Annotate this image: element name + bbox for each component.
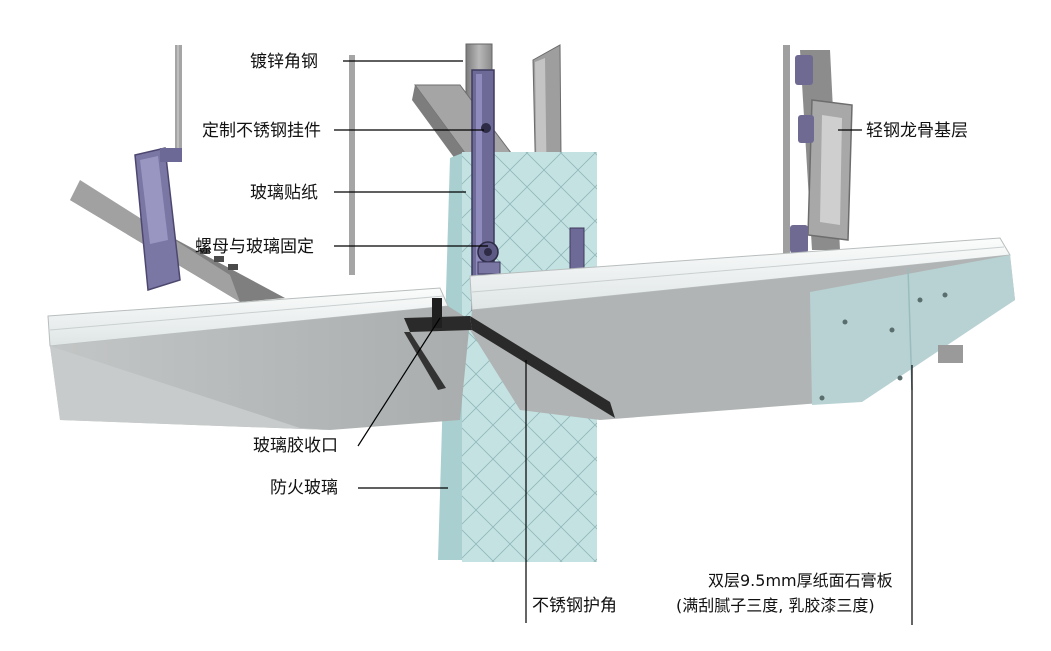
label-gypsum-finish: (满刮腻子三度, 乳胶漆三度) <box>676 596 875 615</box>
label-stainless-corner: 不锈钢护角 <box>532 596 617 616</box>
label-gypsum-board: 双层9.5mm厚纸面石膏板 <box>708 571 893 590</box>
glass-fixing-nut <box>477 241 501 275</box>
left-gypsum-board <box>47 287 470 430</box>
hanger-rods <box>175 45 790 275</box>
glass-sealant <box>432 298 442 328</box>
label-galvanized-angle: 镀锌角钢 <box>250 52 318 72</box>
label-nut-fix: 螺母与玻璃固定 <box>195 237 314 257</box>
light-steel-keel <box>790 50 853 253</box>
leader-lines <box>334 60 913 625</box>
label-stainless-hanger: 定制不锈钢挂件 <box>202 121 321 141</box>
right-gypsum-board <box>469 237 1015 420</box>
label-fire-glass: 防火玻璃 <box>270 478 338 498</box>
left-hanger-bracket <box>134 147 182 291</box>
label-light-steel-keel: 轻钢龙骨基层 <box>866 121 968 141</box>
label-glass-sealant: 玻璃胶收口 <box>253 436 338 456</box>
label-glass-film: 玻璃贴纸 <box>250 183 318 203</box>
